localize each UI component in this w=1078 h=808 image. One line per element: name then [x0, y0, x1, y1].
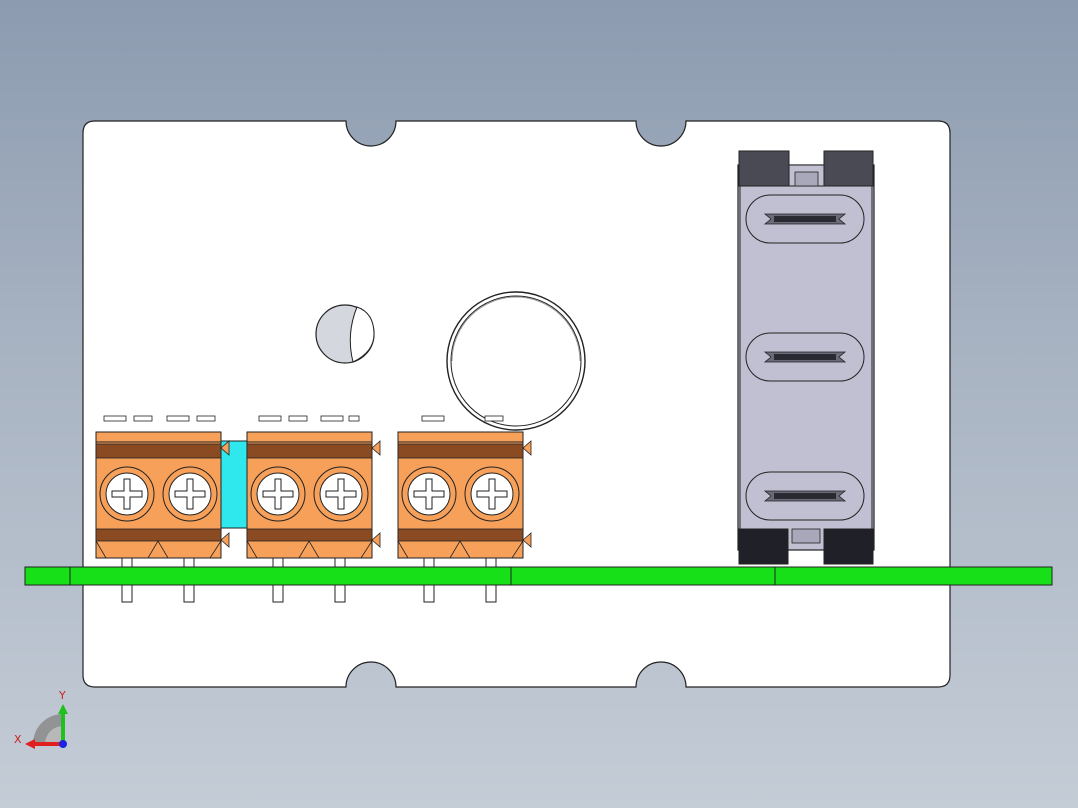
- cyan-spacer: [220, 440, 248, 529]
- y-axis-label: Y: [58, 689, 66, 702]
- pcb-board[interactable]: [24, 566, 1053, 586]
- orientation-triad[interactable]: Y X: [14, 689, 68, 749]
- y-axis-arrow: [58, 704, 68, 744]
- relay-module[interactable]: [737, 150, 875, 565]
- terminal-pins: [121, 557, 497, 603]
- screw-icon[interactable]: [401, 466, 457, 522]
- relay-slot[interactable]: [745, 332, 865, 382]
- screw-icon[interactable]: [313, 466, 369, 522]
- silkscreen-pads: [103, 415, 504, 422]
- relay-slot[interactable]: [745, 471, 865, 521]
- ring-component[interactable]: [446, 291, 586, 431]
- screw-icon[interactable]: [250, 466, 306, 522]
- screw-icon[interactable]: [162, 466, 218, 522]
- x-axis-label: X: [14, 733, 22, 746]
- x-axis-arrow: [25, 739, 63, 749]
- terminal-block-3[interactable]: [397, 431, 532, 603]
- mounting-hole: [315, 304, 375, 364]
- screw-icon[interactable]: [99, 466, 155, 522]
- relay-slot[interactable]: [745, 194, 865, 244]
- screw-icon[interactable]: [464, 466, 520, 522]
- z-axis-point: [59, 740, 67, 748]
- terminal-block-1[interactable]: [95, 431, 230, 603]
- terminal-block-2[interactable]: [246, 431, 381, 603]
